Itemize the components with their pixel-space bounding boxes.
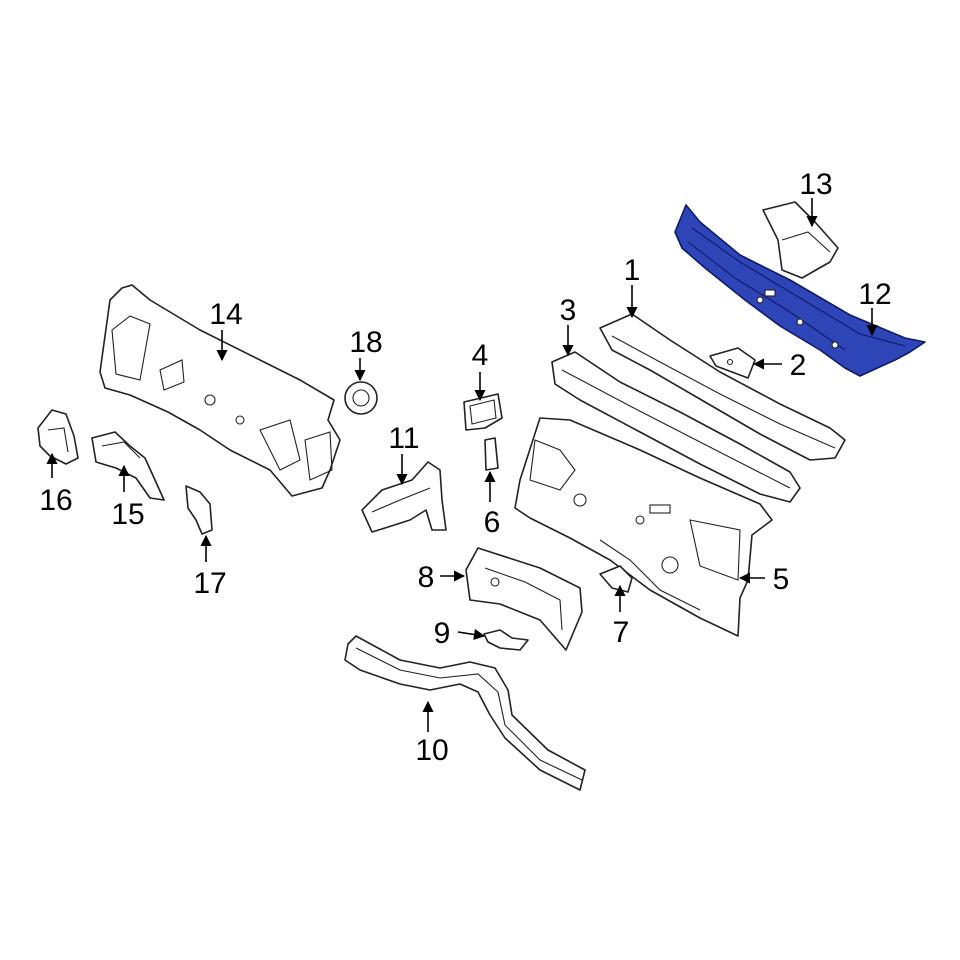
- callout-6: 6: [484, 470, 501, 539]
- callout-9: 9: [434, 617, 486, 650]
- callout-4-label: 4: [472, 339, 489, 372]
- callout-12: 12: [858, 278, 892, 337]
- callout-10-label: 10: [415, 734, 448, 767]
- callout-8-label: 8: [418, 561, 435, 594]
- callout-14: 14: [209, 298, 243, 362]
- part-8-lower-dash[interactable]: [465, 547, 583, 651]
- callout-3: 3: [560, 294, 577, 357]
- part-17-bracket[interactable]: [185, 485, 213, 535]
- callout-5-label: 5: [773, 563, 790, 596]
- callout-15: 15: [111, 464, 145, 531]
- callout-4: 4: [472, 339, 489, 402]
- callout-2: 2: [752, 349, 807, 382]
- callout-17-label: 17: [193, 567, 226, 600]
- callout-11: 11: [388, 422, 420, 486]
- part-18-grommet[interactable]: [344, 381, 378, 415]
- callout-1: 1: [624, 254, 641, 319]
- callout-6-label: 6: [484, 506, 501, 539]
- callout-7: 7: [613, 584, 630, 649]
- part-5-dash-panel[interactable]: [514, 417, 773, 637]
- part-11-bracket[interactable]: [361, 461, 447, 533]
- callout-16-label: 16: [39, 484, 72, 517]
- callout-10: 10: [415, 700, 449, 767]
- part-15-bracket[interactable]: [91, 431, 165, 501]
- callout-18: 18: [349, 326, 383, 382]
- callout-15-label: 15: [111, 498, 144, 531]
- part-1-upper-cowl[interactable]: [599, 313, 846, 461]
- part-16-bracket[interactable]: [37, 409, 79, 465]
- callout-16: 16: [39, 452, 73, 517]
- callout-13: 13: [799, 168, 833, 228]
- callout-1-label: 1: [624, 254, 641, 287]
- callout-13-label: 13: [799, 168, 832, 201]
- callout-3-label: 3: [560, 294, 577, 327]
- callout-17: 17: [193, 534, 227, 600]
- callout-2-label: 2: [790, 349, 807, 382]
- callout-7-label: 7: [613, 616, 630, 649]
- part-12-cowl-panel[interactable]: [674, 204, 926, 377]
- callout-12-label: 12: [858, 278, 891, 311]
- callout-8: 8: [418, 561, 466, 594]
- part-3-cross-member[interactable]: [551, 351, 801, 503]
- part-14-dash-panel[interactable]: [99, 284, 341, 497]
- callout-11-label: 11: [388, 422, 419, 455]
- callout-14-label: 14: [209, 298, 242, 331]
- part-6-post[interactable]: [484, 437, 499, 471]
- part-9-bracket[interactable]: [483, 629, 529, 651]
- callout-5: 5: [738, 563, 790, 596]
- part-13-bracket[interactable]: [762, 201, 839, 279]
- callout-9-label: 9: [434, 617, 451, 650]
- part-4-bracket[interactable]: [463, 393, 503, 431]
- part-10-reinforcement[interactable]: [344, 635, 586, 791]
- part-2-plate[interactable]: [709, 347, 756, 379]
- callout-18-label: 18: [349, 326, 382, 359]
